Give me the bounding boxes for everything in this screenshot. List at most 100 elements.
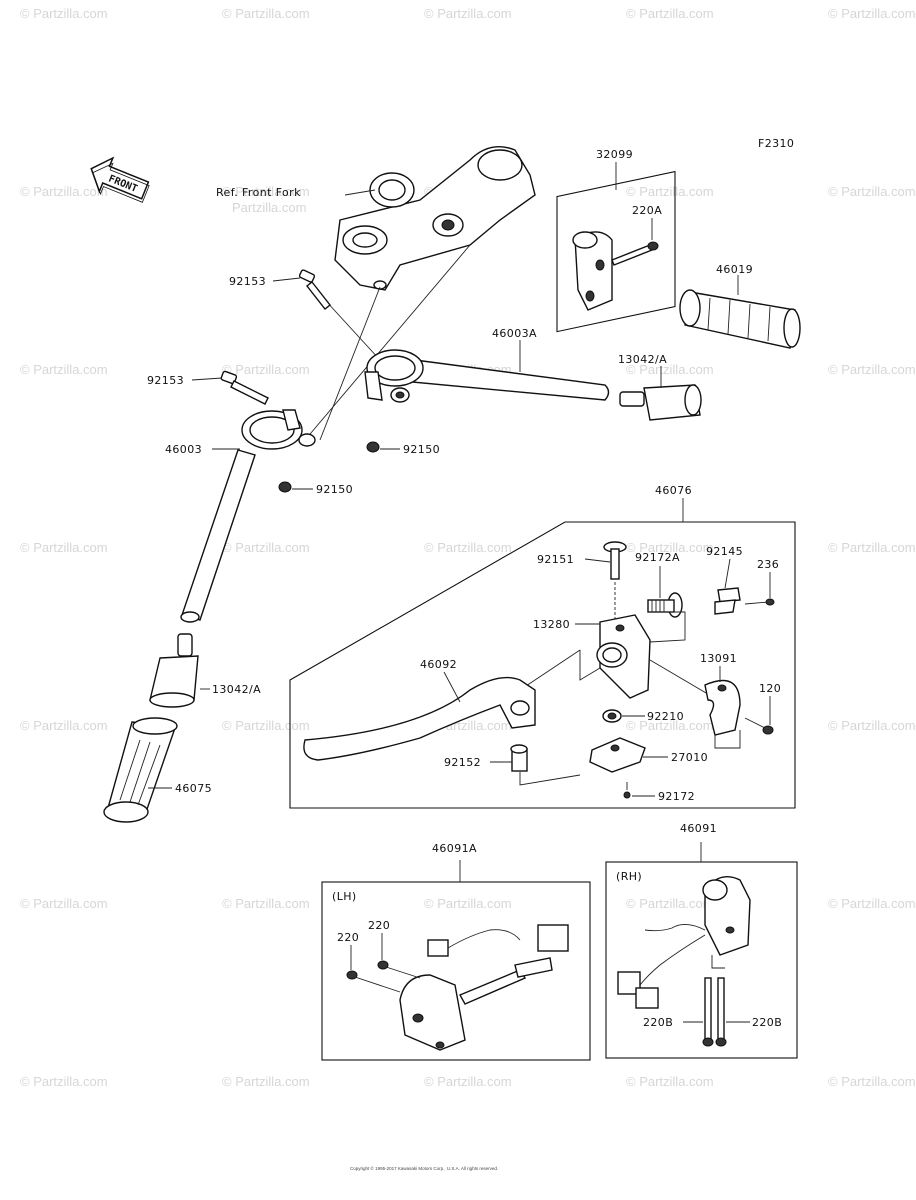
callout-92153-upper: 92153 bbox=[229, 275, 266, 288]
callout-27010: 27010 bbox=[671, 751, 708, 764]
watermark-text: © Partzilla.com bbox=[828, 896, 916, 911]
switch-27010 bbox=[589, 737, 646, 773]
callout-92150-right: 92150 bbox=[403, 443, 440, 456]
watermark-text: © Partzilla.com bbox=[20, 540, 108, 555]
callout-46091a: 46091A bbox=[432, 842, 477, 855]
watermark-text: © Partzilla.com bbox=[828, 1074, 916, 1089]
handlebar-46003a bbox=[364, 349, 610, 403]
callout-13042a-right: 13042/A bbox=[618, 353, 667, 366]
watermark-text: © Partzilla.com bbox=[626, 6, 714, 21]
watermark-text: © Partzilla.com bbox=[626, 362, 714, 377]
nut-92210 bbox=[602, 709, 622, 723]
bar-end-13042a-right bbox=[619, 384, 702, 421]
watermark-text: © Partzilla.com bbox=[828, 362, 916, 377]
callout-13042a-left: 13042/A bbox=[212, 683, 261, 696]
watermark-text: © Partzilla.com bbox=[424, 1074, 512, 1089]
bar-end-13042a-left bbox=[149, 633, 199, 708]
callout-92172a: 92172A bbox=[635, 551, 680, 564]
callout-labels: 32099 220A 46019 13042/A 46003A 92153 92… bbox=[147, 148, 782, 1029]
screw-92150-right bbox=[366, 441, 380, 453]
screws-220-lh bbox=[346, 960, 421, 993]
callout-46003a: 46003A bbox=[492, 327, 537, 340]
callout-220b-left: 220B bbox=[643, 1016, 673, 1029]
callout-220-second: 220 bbox=[368, 919, 390, 932]
box-46091a bbox=[321, 881, 591, 1061]
callout-120: 120 bbox=[759, 682, 781, 695]
rh-label: (RH) bbox=[616, 870, 642, 883]
front-arrow-icon: FRONT bbox=[90, 156, 150, 203]
screw-236 bbox=[744, 598, 775, 606]
watermark-text: © Partzilla.com bbox=[626, 718, 714, 733]
watermark-text: © Partzilla.com bbox=[222, 718, 310, 733]
adjuster-92172a bbox=[647, 592, 683, 618]
callout-220b-right: 220B bbox=[752, 1016, 782, 1029]
watermark-text: © Partzilla.com bbox=[20, 1074, 108, 1089]
handlebar-46003 bbox=[180, 409, 316, 623]
collar-92152 bbox=[510, 744, 528, 772]
watermark-text: © Partzilla.com bbox=[222, 540, 310, 555]
watermark-text: © Partzilla.com bbox=[828, 6, 916, 21]
ref-watermark: Partzilla.com bbox=[232, 200, 306, 215]
grip-46075 bbox=[103, 717, 178, 823]
bolt-92153-upper bbox=[298, 269, 331, 310]
watermark-text: © Partzilla.com bbox=[828, 184, 916, 199]
callout-46019: 46019 bbox=[716, 263, 753, 276]
holder-13280 bbox=[596, 614, 651, 699]
callout-92172: 92172 bbox=[658, 790, 695, 803]
upper-triple-clamp bbox=[334, 146, 536, 291]
watermark-text: © Partzilla.com bbox=[20, 896, 108, 911]
screw-220a bbox=[611, 241, 659, 266]
watermark-text: © Partzilla.com bbox=[20, 184, 108, 199]
spring-92145 bbox=[714, 587, 741, 615]
callout-220a: 220A bbox=[632, 204, 662, 217]
grip-46019 bbox=[679, 289, 801, 349]
callout-13091: 13091 bbox=[700, 652, 737, 665]
screw-92150-left bbox=[278, 481, 292, 493]
callout-92150-left: 92150 bbox=[316, 483, 353, 496]
watermark-text: © Partzilla.com bbox=[626, 896, 714, 911]
watermark-text: © Partzilla.com bbox=[20, 718, 108, 733]
callout-92151: 92151 bbox=[537, 553, 574, 566]
housing-32099 bbox=[572, 231, 613, 311]
watermark-text: © Partzilla.com bbox=[20, 6, 108, 21]
watermark-text: © Partzilla.com bbox=[424, 540, 512, 555]
watermark-text: © Partzilla.com bbox=[20, 362, 108, 377]
watermark-text: © Partzilla.com bbox=[626, 1074, 714, 1089]
callout-46092: 46092 bbox=[420, 658, 457, 671]
callout-92153-lower: 92153 bbox=[147, 374, 184, 387]
watermark-text: © Partzilla.com bbox=[222, 184, 310, 199]
screw-120 bbox=[744, 717, 774, 735]
lh-label: (LH) bbox=[332, 890, 357, 903]
callout-236: 236 bbox=[757, 558, 779, 571]
callout-92145: 92145 bbox=[706, 545, 743, 558]
box-46091 bbox=[605, 861, 798, 1059]
watermark-text: © Partzilla.com bbox=[222, 6, 310, 21]
callout-46075: 46075 bbox=[175, 782, 212, 795]
callout-46076: 46076 bbox=[655, 484, 692, 497]
callout-46091: 46091 bbox=[680, 822, 717, 835]
watermark-text: © Partzilla.com bbox=[222, 362, 310, 377]
watermark-text: © Partzilla.com bbox=[222, 1074, 310, 1089]
ref-front-fork-label: Ref. Front Fork bbox=[216, 186, 301, 199]
watermark-text: © Partzilla.com bbox=[626, 184, 714, 199]
leader-lines bbox=[148, 218, 771, 1023]
callout-13280: 13280 bbox=[533, 618, 570, 631]
screw-92172 bbox=[623, 782, 631, 799]
diagram-code: F2310 bbox=[758, 137, 794, 150]
watermark-text: © Partzilla.com bbox=[626, 540, 714, 555]
watermark-text: © Partzilla.com bbox=[828, 718, 916, 733]
switch-housing-rh bbox=[617, 876, 751, 1009]
watermark-text: © Partzilla.com bbox=[424, 896, 512, 911]
callout-92152: 92152 bbox=[444, 756, 481, 769]
pin-92151 bbox=[603, 541, 627, 580]
lever-46092 bbox=[303, 676, 536, 761]
watermark-text: © Partzilla.com bbox=[424, 6, 512, 21]
callout-220-first: 220 bbox=[337, 931, 359, 944]
bolt-92153-lower bbox=[220, 370, 269, 405]
callout-46003: 46003 bbox=[165, 443, 202, 456]
footer-copyright: Copyright © 1995-2017 Kawasaki Motors Co… bbox=[350, 1165, 498, 1171]
watermark-text: © Partzilla.com bbox=[828, 540, 916, 555]
screws-220b-rh bbox=[702, 977, 727, 1047]
switch-housing-lh bbox=[399, 924, 569, 1051]
